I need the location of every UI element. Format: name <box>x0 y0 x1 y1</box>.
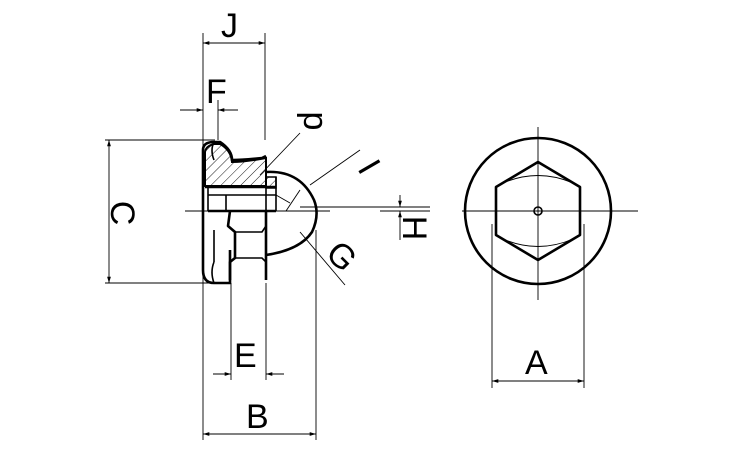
label-e: E <box>234 337 257 375</box>
dimension-j: J <box>203 7 265 45</box>
thread-lines <box>205 177 277 213</box>
end-view-center-lines <box>462 127 638 300</box>
label-j: J <box>221 7 238 45</box>
dimension-a: A <box>492 344 584 383</box>
label-a: A <box>525 344 548 382</box>
label-p: p <box>296 112 334 131</box>
center-hole <box>533 206 543 216</box>
dimension-e: E <box>213 337 284 376</box>
leader-lines <box>259 132 361 286</box>
hex-outline <box>494 160 582 262</box>
dome-outline <box>265 170 318 257</box>
label-i: I <box>350 153 388 180</box>
side-section-view: J F C E B H <box>103 7 433 440</box>
label-b: B <box>246 398 269 436</box>
nut-body-outline <box>201 140 232 285</box>
dimension-b: B <box>203 398 316 436</box>
end-view: A <box>462 127 638 388</box>
label-f: F <box>206 73 227 111</box>
label-c: C <box>103 201 141 226</box>
extension-lines-a <box>491 224 585 388</box>
dimension-c: C <box>103 140 141 283</box>
hex-chamfer-arcs <box>502 175 574 247</box>
extension-lines <box>105 33 430 440</box>
section-hatch-body <box>204 143 267 187</box>
label-h: H <box>395 216 433 241</box>
dimension-h: H <box>380 195 433 240</box>
label-g: G <box>319 234 365 280</box>
hex-flats <box>211 141 268 284</box>
flange-circle <box>463 136 613 286</box>
dimension-f: F <box>180 73 238 112</box>
dome-inner-lines <box>275 189 301 212</box>
